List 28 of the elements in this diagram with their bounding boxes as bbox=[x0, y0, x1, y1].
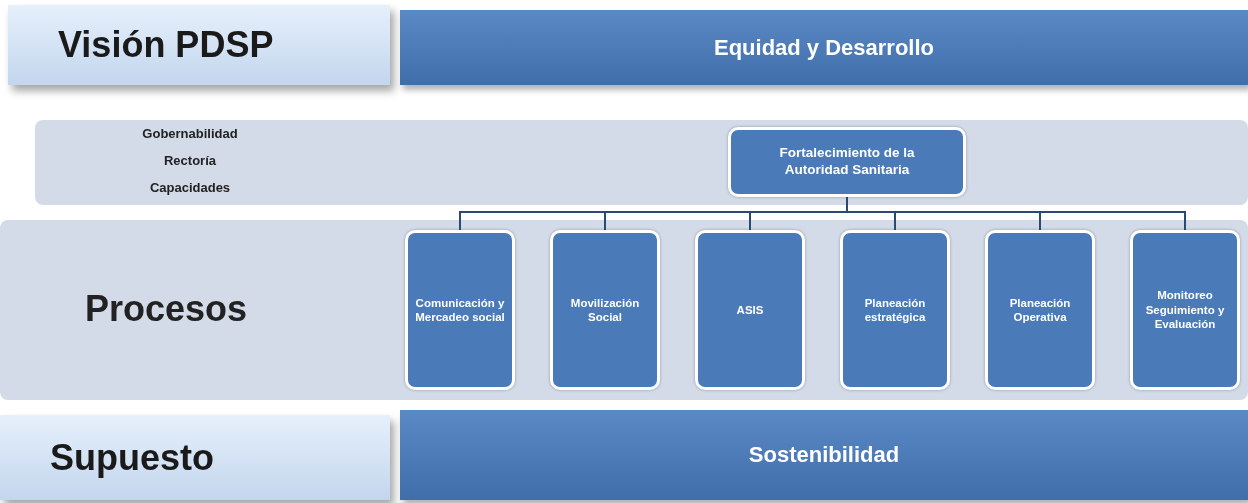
node-text: ASIS bbox=[736, 302, 764, 318]
process-box bbox=[985, 230, 1095, 390]
node-text: Supuesto bbox=[50, 436, 214, 479]
node-text: Fortalecimiento de la Autoridad Sanitaria bbox=[778, 145, 916, 179]
node-text: Visión PDSP bbox=[58, 24, 274, 66]
banner-bar bbox=[400, 10, 1248, 85]
node-text: Planeación estratégica bbox=[863, 295, 927, 325]
banner-bar bbox=[400, 410, 1248, 500]
node-text: Sostenibilidad bbox=[748, 442, 900, 468]
process-box bbox=[550, 230, 660, 390]
band-label: Capacidades bbox=[148, 180, 232, 195]
process-box bbox=[728, 127, 966, 197]
band-label: Rectoría bbox=[163, 153, 217, 168]
band-panel bbox=[0, 220, 1248, 400]
row-heading: Procesos bbox=[85, 288, 248, 330]
process-box bbox=[840, 230, 950, 390]
node-text: Equidad y Desarrollo bbox=[713, 34, 935, 61]
node-text: Comunicación y Mercadeo social bbox=[414, 295, 506, 325]
band-panel bbox=[35, 120, 1248, 205]
node-text: Planeación Operativa bbox=[1008, 295, 1072, 325]
node-text: Monitoreo Seguimiento y Evaluación bbox=[1144, 288, 1226, 332]
node-text: Movilización Social bbox=[569, 295, 641, 325]
band-label: Gobernabilidad bbox=[141, 126, 239, 141]
process-box bbox=[405, 230, 515, 390]
heading-card bbox=[8, 5, 390, 85]
heading-card bbox=[0, 415, 390, 500]
process-box bbox=[1130, 230, 1240, 390]
process-box bbox=[695, 230, 805, 390]
